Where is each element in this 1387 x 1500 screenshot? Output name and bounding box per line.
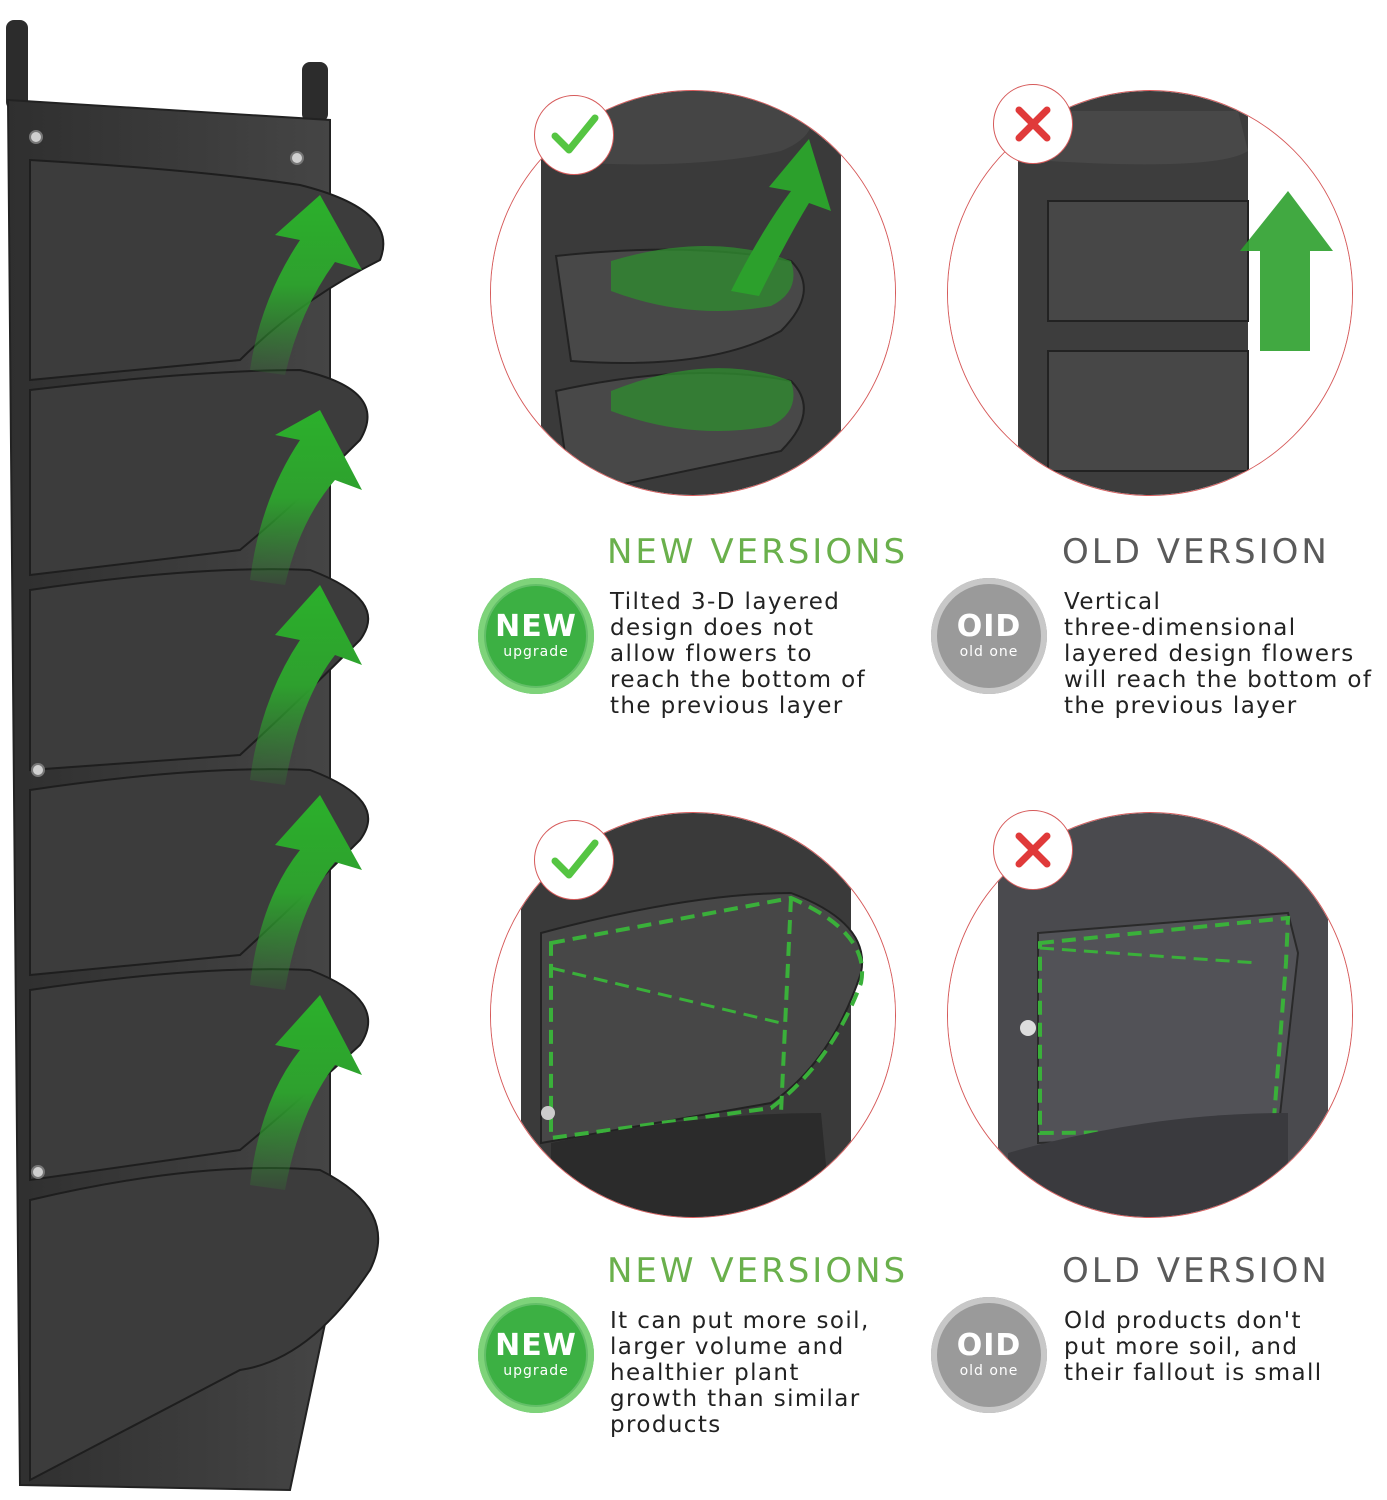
hanging-planter-image <box>6 20 385 1492</box>
check-icon <box>534 95 614 175</box>
badge-main-label: OID <box>956 609 1022 644</box>
cross-icon <box>993 810 1073 890</box>
new-version-photo-2 <box>490 812 896 1218</box>
badge-main-label: OID <box>956 1328 1022 1363</box>
badge-main-label: NEW <box>495 1328 577 1363</box>
old-one-badge-2: OID old one <box>931 1297 1047 1413</box>
old-version-photo-1 <box>947 90 1353 496</box>
new-version-heading-1: NEW VERSIONS <box>607 532 909 572</box>
old-one-badge-1: OID old one <box>931 578 1047 694</box>
cross-icon <box>993 84 1073 164</box>
new-version-description-2: It can put more soil, larger volume and … <box>610 1308 870 1438</box>
old-version-heading-2: OLD VERSION <box>1062 1251 1330 1291</box>
badge-sub-label: old one <box>959 644 1019 660</box>
old-version-description-1: Vertical three-dimensional layered desig… <box>1064 589 1373 719</box>
check-icon <box>534 820 614 900</box>
new-upgrade-badge-1: NEW upgrade <box>478 578 594 694</box>
badge-sub-label: upgrade <box>503 644 569 660</box>
badge-main-label: NEW <box>495 609 577 644</box>
new-version-heading-2: NEW VERSIONS <box>607 1251 909 1291</box>
badge-sub-label: old one <box>959 1363 1019 1379</box>
old-version-heading-1: OLD VERSION <box>1062 532 1330 572</box>
old-version-description-2: Old products don't put more soil, and th… <box>1064 1308 1323 1386</box>
old-version-photo-2 <box>947 812 1353 1218</box>
new-upgrade-badge-2: NEW upgrade <box>478 1297 594 1413</box>
badge-sub-label: upgrade <box>503 1363 569 1379</box>
new-version-description-1: Tilted 3-D layered design does not allow… <box>610 589 867 719</box>
